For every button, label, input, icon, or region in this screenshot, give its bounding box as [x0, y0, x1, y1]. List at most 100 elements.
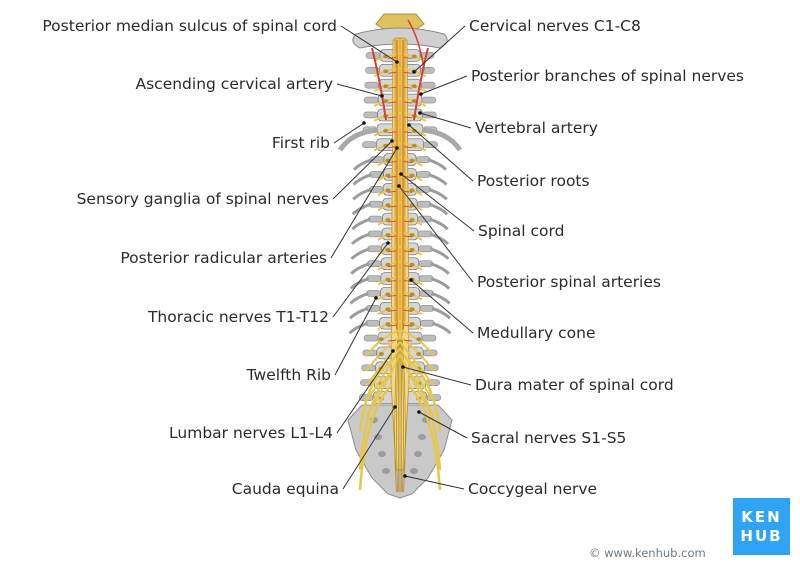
rib: [350, 262, 370, 275]
rib: [351, 202, 372, 216]
rib: [350, 247, 371, 260]
posterior-radicular-artery: [403, 146, 413, 149]
rib: [349, 292, 369, 305]
transverse-process: [416, 200, 432, 208]
lumbosacral-nerve: [407, 371, 442, 471]
rib: [352, 187, 372, 201]
rib: [431, 321, 452, 335]
posterior-radicular-artery: [403, 101, 413, 104]
label-posterior-spinal-arteries: Posterior spinal arteries: [477, 273, 661, 291]
sensory-ganglion: [385, 173, 391, 178]
sacral-foramen: [414, 451, 422, 457]
leader-ascending-cervical-artery: [336, 83, 383, 97]
posterior-radicular-artery: [387, 161, 397, 164]
logo-line-ken: KEN: [741, 507, 782, 526]
sensory-ganglion: [383, 143, 389, 148]
transverse-process: [415, 156, 431, 163]
vertebral-artery-branch: [407, 19, 425, 71]
leader-posterior-median-sulcus: [340, 25, 398, 63]
posterior-radicular-artery: [403, 324, 413, 327]
leader-sensory-ganglia-dot: [390, 139, 394, 143]
rib: [431, 306, 452, 320]
label-ascending-cervical-artery: Ascending cervical artery: [135, 75, 334, 93]
posterior-radicular-artery: [387, 101, 397, 104]
sensory-ganglion: [409, 218, 415, 223]
rib: [348, 321, 369, 335]
posterior-radicular-artery: [403, 220, 413, 223]
posterior-radicular-artery: [387, 250, 397, 253]
sensory-ganglion: [385, 277, 391, 282]
sensory-ganglion: [385, 262, 391, 267]
label-cervical-nerves: Cervical nerves C1-C8: [469, 17, 641, 35]
posterior-radicular-artery: [403, 175, 413, 178]
sensory-ganglion: [385, 188, 391, 193]
sensory-ganglion: [409, 247, 415, 252]
rib: [430, 262, 450, 275]
lumbosacral-nerve: [407, 384, 442, 491]
label-lumbar-nerves: Lumbar nerves L1-L4: [169, 424, 333, 442]
sensory-ganglion: [411, 54, 417, 59]
leader-posterior-roots: [408, 124, 474, 182]
leader-cervical-nerves: [413, 25, 466, 73]
sensory-ganglion: [409, 158, 415, 163]
rib: [431, 292, 451, 305]
leader-posterior-branches: [420, 75, 468, 95]
leader-twelfth-rib-dot: [374, 296, 378, 300]
posterior-radicular-artery: [387, 131, 397, 134]
leader-sacral-nerves-dot: [417, 410, 421, 414]
transverse-process: [363, 334, 379, 342]
sensory-ganglion: [411, 143, 417, 148]
sensory-ganglion: [411, 84, 417, 89]
leader-dura-mater: [402, 366, 472, 386]
posterior-radicular-artery: [403, 309, 413, 312]
leader-lines: [330, 25, 475, 490]
sensory-ganglion: [409, 307, 415, 312]
posterior-radicular-artery: [387, 86, 397, 89]
sensory-ganglion: [411, 99, 417, 104]
leader-medullary-cone-dot: [409, 278, 413, 282]
leader-posterior-roots-dot: [407, 123, 411, 127]
leader-cauda-equina: [342, 406, 396, 490]
transverse-process: [366, 275, 382, 282]
posterior-radicular-artery: [387, 190, 397, 193]
transverse-process: [419, 305, 435, 312]
sensory-ganglion: [383, 84, 389, 89]
leader-cervical-nerves-dot: [412, 70, 416, 74]
transverse-process: [421, 334, 437, 342]
transverse-process: [364, 81, 380, 89]
leader-ascending-cervical-artery-dot: [380, 94, 384, 98]
rib: [429, 247, 450, 260]
cauda-equina-strand: [394, 339, 398, 493]
transverse-process: [416, 171, 431, 178]
rib: [429, 232, 450, 246]
leader-vertebral-artery-dot: [418, 111, 422, 115]
rib: [429, 217, 449, 231]
spine-illustration: [337, 13, 463, 499]
label-first-rib: First rib: [271, 134, 330, 152]
rib: [352, 173, 373, 186]
leader-spinal-cord: [400, 173, 475, 232]
label-medullary-cone: Medullary cone: [477, 324, 596, 342]
label-sensory-ganglia: Sensory ganglia of spinal nerves: [76, 190, 329, 208]
posterior-radicular-artery: [387, 339, 397, 342]
transverse-process: [365, 305, 381, 312]
sacral-foramen: [378, 451, 386, 457]
posterior-radicular-artery: [387, 116, 397, 119]
first-rib: [421, 127, 463, 152]
label-cauda-equina: Cauda equina: [231, 480, 339, 498]
sensory-ganglion: [409, 322, 415, 327]
transverse-process: [363, 96, 379, 104]
leader-posterior-branches-dot: [419, 92, 423, 96]
sensory-ganglion: [409, 188, 415, 193]
sacral-foramen: [382, 468, 390, 474]
label-vertebral-artery: Vertebral artery: [475, 119, 598, 137]
transverse-process: [368, 215, 383, 223]
sensory-ganglion: [409, 232, 415, 237]
rib: [430, 277, 451, 290]
leader-spinal-cord-dot: [399, 172, 403, 176]
posterior-radicular-artery: [403, 56, 413, 59]
transverse-process: [367, 245, 382, 253]
posterior-radicular-artery: [387, 294, 397, 297]
sensory-ganglion: [385, 203, 391, 208]
posterior-radicular-artery: [387, 220, 397, 223]
